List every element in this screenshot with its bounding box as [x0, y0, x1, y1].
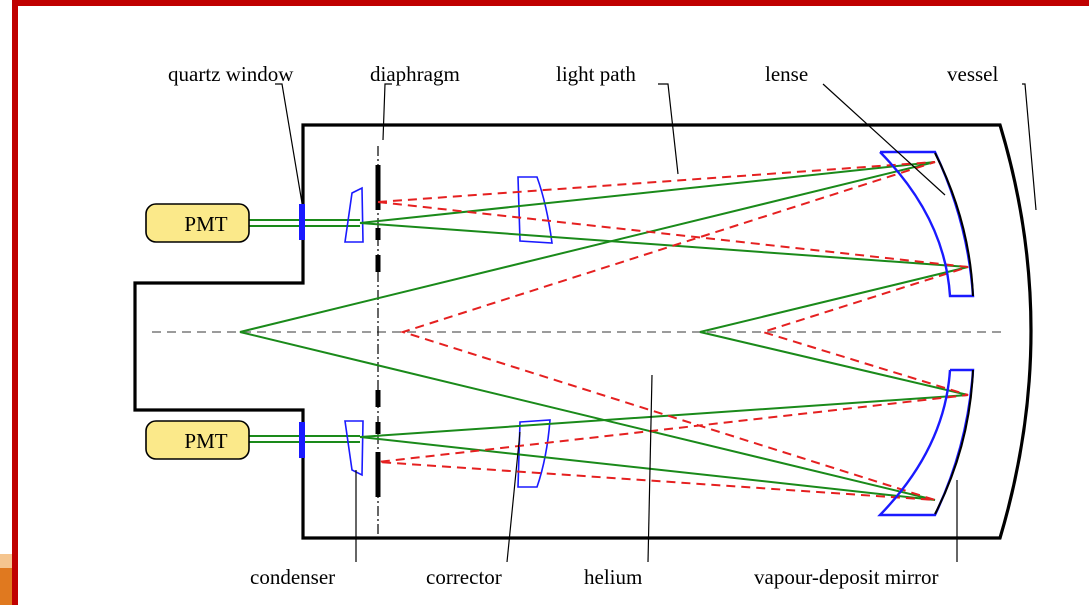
green-light-paths: [239, 161, 969, 501]
label-vessel: vessel: [947, 62, 998, 86]
label-light-path: light path: [556, 62, 636, 86]
corrector-top: [517, 176, 553, 244]
label-vapour-deposit-mirror: vapour-deposit mirror: [754, 565, 938, 589]
pmt-top: PMT: [145, 203, 250, 243]
label-helium: helium: [584, 565, 642, 589]
quartz-window-bottom: [299, 422, 305, 458]
quartz-window-top: [299, 204, 305, 240]
condenser-lens-top: [344, 186, 364, 243]
pmt-bottom-label: PMT: [184, 429, 227, 453]
label-quartz-window: quartz window: [168, 62, 294, 86]
leader-lines: [275, 83, 1037, 563]
label-condenser: condenser: [250, 565, 335, 589]
condenser-lens-bottom: [344, 420, 364, 477]
label-corrector: corrector: [426, 565, 502, 589]
pmt-top-label: PMT: [184, 212, 227, 236]
label-lense: lense: [765, 62, 808, 86]
vessel-outline: [133, 123, 1033, 540]
corrector-bottom: [517, 419, 551, 488]
label-diaphragm: diaphragm: [370, 62, 460, 86]
vapour-deposit-mirrors: [934, 152, 974, 515]
pmt-bottom: PMT: [145, 420, 250, 460]
slide-border: [12, 0, 1089, 605]
red-light-paths: [377, 161, 969, 501]
corner-accent-highlight: [0, 554, 12, 568]
mirror-lenses: [877, 150, 975, 517]
